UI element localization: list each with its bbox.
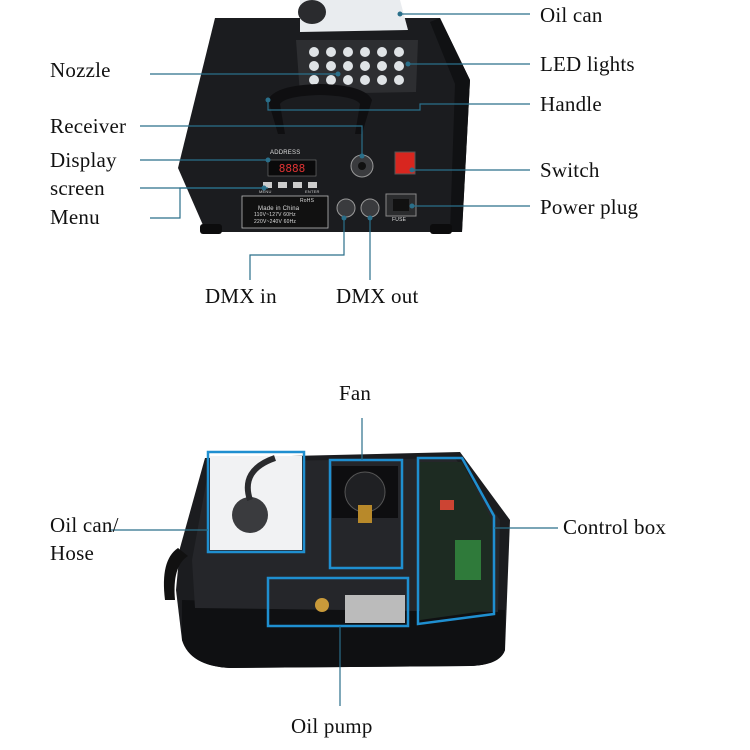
info-plate [241, 195, 329, 229]
oil-pump-box [266, 576, 410, 628]
bottom-callout-lines [110, 418, 558, 706]
fog-machine-rear-view: 8888 [178, 0, 470, 234]
panel-made-in: Made in China [258, 206, 300, 212]
top-callout-lines [140, 13, 530, 280]
led-bulb [343, 47, 353, 57]
dmx-out-socket [360, 198, 380, 218]
led-bulb [326, 61, 336, 71]
oil-can-box [206, 450, 306, 554]
machine-side [430, 18, 470, 232]
menu-buttons [263, 182, 317, 188]
panel-volt-220: 220V~240V 60Hz [254, 219, 297, 225]
highlight-boxes [206, 450, 496, 628]
led-bulb [326, 75, 336, 85]
label-menu: Menu [50, 205, 100, 229]
label-oil-pump: Oil pump [291, 714, 373, 738]
side-handle [163, 548, 188, 600]
label-oil-can-hose-2: Hose [50, 541, 94, 565]
display-screen-graphic [267, 159, 317, 177]
brass-fitting [358, 505, 372, 523]
led-grid [309, 47, 404, 85]
led-bulb [377, 47, 387, 57]
panel-rohs: RoHS [300, 198, 315, 204]
led-bulb [309, 75, 319, 85]
fan-box [328, 458, 404, 570]
label-led-lights: LED lights [540, 52, 635, 76]
oil-pump-graphic [345, 595, 405, 623]
fog-machine-open-view [163, 452, 510, 668]
led-bulb [360, 47, 370, 57]
label-power-plug: Power plug [540, 195, 639, 219]
panel-address: ADDRESS [270, 150, 301, 156]
led-bulb [360, 75, 370, 85]
dmx-in-socket [336, 198, 356, 218]
led-bulb [326, 47, 336, 57]
label-handle: Handle [540, 92, 602, 116]
control-box-outline [416, 456, 496, 626]
panel-enter: ENTER [305, 189, 320, 194]
label-dmx-in: DMX in [205, 284, 277, 308]
display-digits: 8888 [279, 162, 306, 175]
label-oil-can-hose-1: Oil can/ [50, 513, 119, 537]
led-bulb [360, 61, 370, 71]
callout-dots [261, 11, 415, 221]
led-bulb [343, 61, 353, 71]
led-bulb [309, 47, 319, 57]
label-dmx-out: DMX out [336, 284, 419, 308]
led-bulb [377, 61, 387, 71]
led-bulb [394, 47, 404, 57]
panel-fuse: FUSE [392, 217, 407, 223]
machine-foot [430, 224, 452, 234]
oil-can-cap [298, 0, 326, 24]
oil-can-graphic [300, 0, 408, 32]
machine-foot [200, 224, 222, 234]
led-bulb [343, 75, 353, 85]
label-fan: Fan [339, 381, 372, 405]
led-bulb [394, 61, 404, 71]
label-display-1: Display [50, 148, 117, 172]
led-bulb [309, 61, 319, 71]
label-receiver: Receiver [50, 114, 127, 138]
label-display-2: screen [50, 176, 105, 200]
panel-menu: MENU [259, 189, 272, 194]
label-oil-can: Oil can [540, 3, 603, 27]
hose [244, 455, 277, 501]
led-bulb [377, 75, 387, 85]
label-control-box: Control box [563, 515, 667, 539]
led-bulb [394, 75, 404, 85]
label-switch: Switch [540, 158, 600, 182]
label-nozzle: Nozzle [50, 58, 111, 82]
panel-volt-110: 110V~127V 60Hz [254, 212, 296, 218]
oil-can-cap-bottom [232, 497, 268, 533]
handle-graphic [268, 84, 372, 134]
